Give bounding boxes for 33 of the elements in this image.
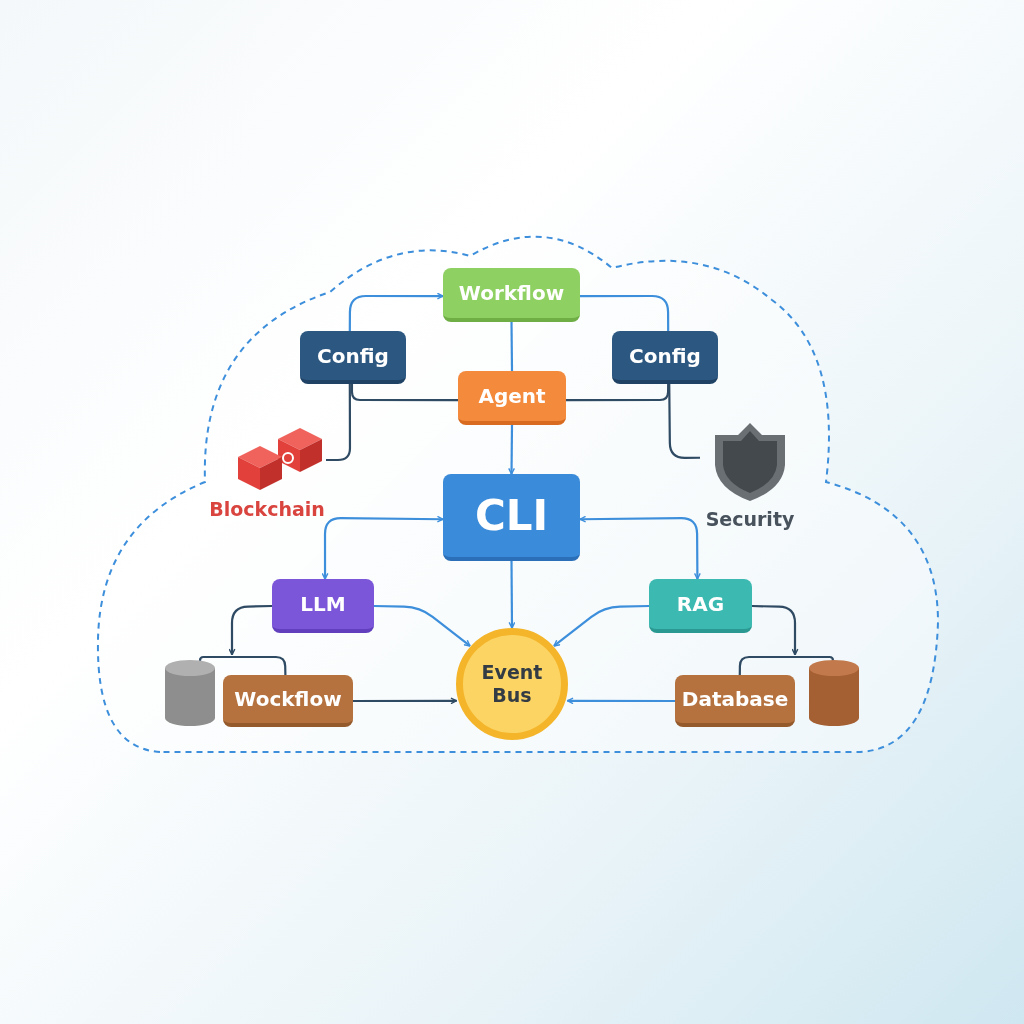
arrow: [751, 604, 799, 656]
icon-caption: Blockchain: [208, 498, 326, 520]
arrow: [508, 561, 516, 629]
connector-line: [326, 384, 352, 462]
arrow: [321, 515, 444, 580]
process-box: Database: [675, 675, 795, 727]
process-box: LLM: [272, 579, 374, 633]
process-box: RAG: [649, 579, 752, 633]
hub-circle: Event Bus: [456, 628, 568, 740]
arrow: [553, 604, 650, 647]
connector-line: [566, 384, 670, 402]
process-box: Config: [612, 331, 718, 384]
connector-line: [668, 384, 700, 459]
cylinder-icon: [165, 660, 215, 726]
cylinder-icon: [809, 660, 859, 726]
process-box: CLI: [443, 474, 580, 561]
arrow: [348, 292, 444, 331]
process-box: Workflow: [443, 268, 580, 322]
arrow: [579, 515, 701, 580]
connector-line: [738, 655, 835, 675]
process-box: Config: [300, 331, 406, 384]
arrow: [508, 425, 516, 475]
connector-line: [510, 322, 514, 371]
arrow: [228, 604, 273, 656]
icon-caption: Security: [704, 508, 796, 530]
arrow: [353, 697, 458, 705]
connector-line: [580, 294, 670, 331]
process-box: Wockflow: [223, 675, 353, 727]
process-box: Agent: [458, 371, 566, 425]
arrow: [566, 697, 675, 705]
arrow: [373, 604, 471, 647]
connector-line: [350, 384, 458, 402]
connector-line: [198, 655, 287, 676]
